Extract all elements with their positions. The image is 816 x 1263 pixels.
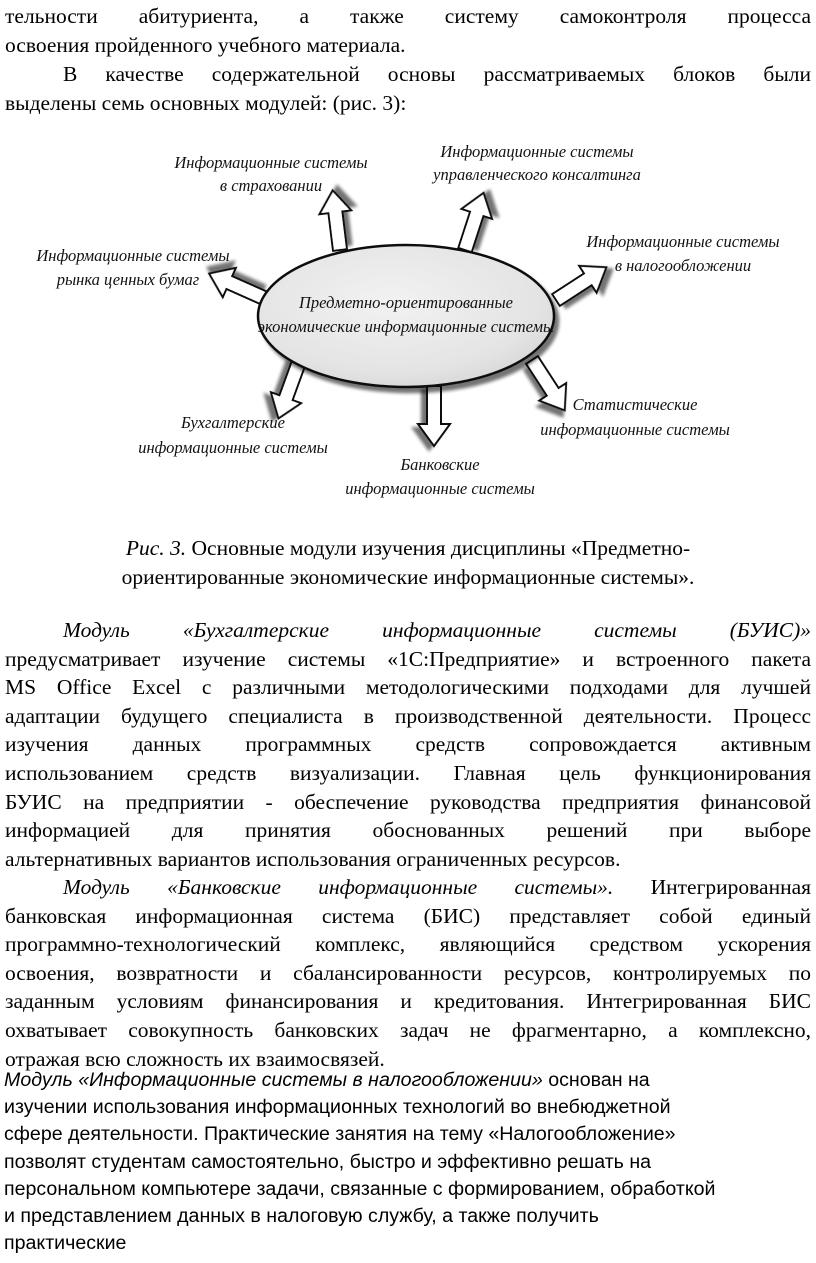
module-securities-line1: Информационные системы — [35, 246, 229, 265]
top-paragraph: тельности абитуриента, а также систему с… — [5, 2, 811, 59]
text-line: информацией для принятия обоснованных ре… — [5, 818, 811, 843]
arrow-taxation — [550, 264, 608, 308]
module-title: Модуль «Бухгалтерские информационные сис… — [63, 618, 811, 642]
text-line: сфере деятельности. Практические занятия… — [4, 1123, 676, 1146]
module-accounting-line1: Бухгалтерские — [180, 413, 285, 432]
text-line: охватывает совокупность банковских задач… — [5, 1017, 811, 1042]
text-line: отражая всю сложность их взаимосвязей. — [5, 1046, 385, 1071]
intro-paragraph: В качестве содержательной основы рассмат… — [5, 60, 811, 117]
module-accounting-line2: информационные системы — [138, 438, 328, 457]
text-line: банковская информационная система (БИС) … — [5, 903, 811, 928]
center-ellipse — [256, 243, 556, 389]
text-line: и представлением данных в налоговую служ… — [4, 1205, 599, 1228]
text-line: В качестве содержательной основы рассмат… — [63, 62, 811, 86]
text-line: альтернативных вариантов использования о… — [5, 846, 621, 871]
text-line: позволят студентам самостоятельно, быстр… — [4, 1150, 652, 1173]
text-line: использованием средств визуализации. Гла… — [5, 760, 811, 785]
caption-text1: Основные модули изучения дисциплины «Пре… — [191, 536, 691, 560]
module-banking-line1: Банковские — [399, 455, 479, 474]
text-line: освоения пройденного учебного материала. — [5, 32, 406, 57]
module-taxation-line2: в налогообложении — [615, 256, 751, 275]
center-label-line2: экономические информационные системы — [258, 317, 554, 336]
caption-line2: ориентированные экономические информацио… — [121, 565, 695, 589]
text-line: MS Office Excel с различными методологич… — [5, 675, 811, 700]
arrow-securities — [207, 266, 269, 306]
text-line: Модуль «Банковские информационные систем… — [5, 873, 811, 902]
paragraph-tax: Модуль «Информационные системы в налогоо… — [4, 1067, 816, 1257]
text-line: тельности абитуриента, а также систему с… — [5, 4, 811, 28]
figure-caption: Рис. 3. Основные модули изучения дисципл… — [0, 534, 816, 592]
module-consulting-line1: Информационные системы — [439, 142, 633, 161]
paragraph-buis: Модуль «Бухгалтерские информационные сис… — [5, 616, 811, 873]
text-line: персональном компьютере задачи, связанны… — [4, 1177, 716, 1200]
text-line: предусматривает изучение системы «1С:Пре… — [5, 646, 811, 671]
paragraph-bis: Модуль «Банковские информационные систем… — [5, 873, 811, 1073]
text-fragment: основан на — [542, 1069, 650, 1091]
text-line: адаптации будущего специалиста в произво… — [5, 703, 811, 728]
arrow-accounting — [269, 358, 307, 420]
text-line: заданным условиям финансирования и креди… — [5, 989, 811, 1014]
text-line: Модуль «Информационные системы в налогоо… — [4, 1067, 816, 1094]
text-line: БУИС на предприятии - обеспечение руково… — [5, 789, 811, 814]
center-label-line1: Предметно-ориентированные — [298, 293, 513, 312]
module-title: Модуль «Банковские информационные систем… — [63, 875, 614, 899]
module-consulting-line2: управленческого консалтинга — [431, 165, 641, 184]
text-fragment: Интегрированная — [650, 875, 812, 899]
module-banking-line2: информационные системы — [345, 479, 535, 498]
modules-diagram: Предметно-ориентированные экономические … — [35, 142, 779, 498]
text-line: изучении использования информационных те… — [4, 1096, 671, 1119]
module-taxation-line1: Информационные системы — [585, 232, 779, 251]
text-line: программно-технологический комплекс, явл… — [5, 932, 811, 957]
module-insurance-line1: Информационные системы — [173, 153, 367, 172]
caption-line1: Рис. 3. Основные модули изучения дисципл… — [0, 534, 816, 563]
module-title: Модуль «Информационные системы в налогоо… — [4, 1069, 543, 1091]
arrow-statistics — [524, 354, 568, 412]
module-statistics-line2: информационные системы — [540, 420, 730, 439]
arrow-consulting — [457, 191, 494, 254]
text-line: изучения данных программных средств сопр… — [5, 732, 811, 757]
arrow-insurance — [317, 188, 354, 252]
caption-label: Рис. 3. — [125, 536, 187, 560]
module-statistics-line1: Статистические — [573, 395, 698, 414]
module-insurance-line2: в страховании — [220, 176, 322, 195]
arrow-banking — [416, 385, 452, 448]
text-line: практические — [4, 1232, 127, 1255]
module-securities-line2: рынка ценных бумаг — [56, 270, 200, 289]
text-line: выделены семь основных модулей: (рис. 3)… — [5, 90, 407, 115]
text-line: освоения, возвратности и сбалансированно… — [5, 960, 811, 985]
